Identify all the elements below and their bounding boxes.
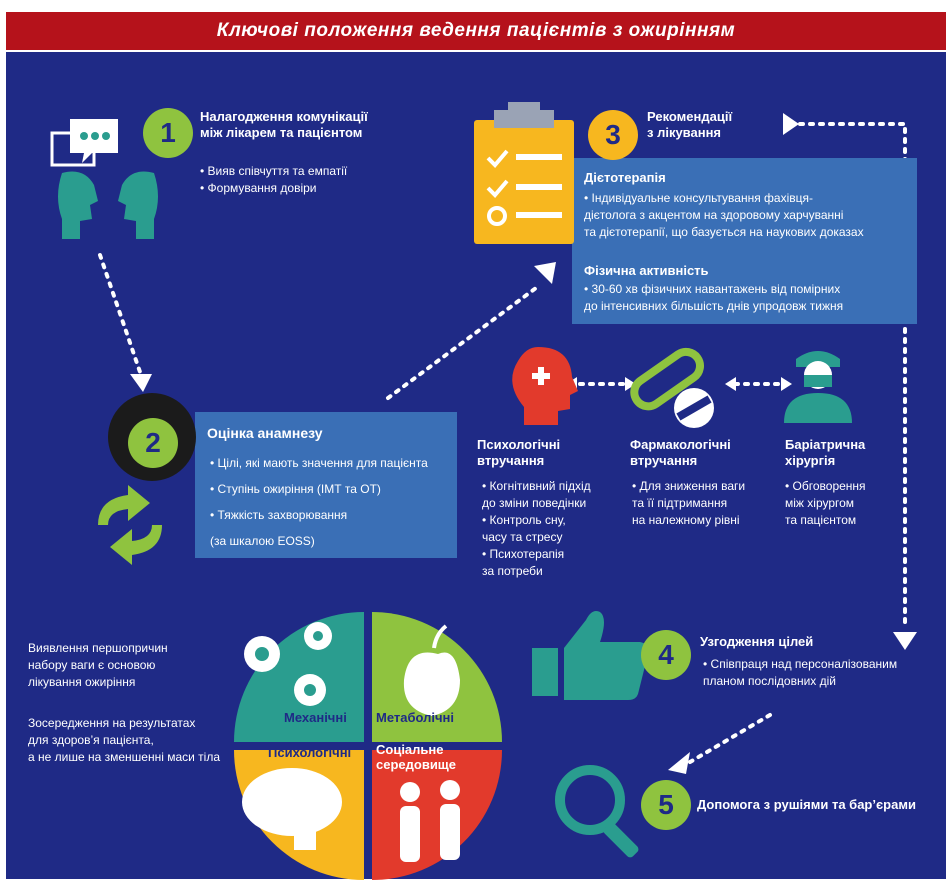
label-psychological: Психологічні [268, 745, 352, 760]
label-metabolic: Метаболічні [376, 710, 455, 725]
quadrant-mechanical [234, 612, 364, 742]
psychology-head-icon [512, 347, 578, 425]
arrowhead-5 [668, 752, 690, 774]
list-item: • Цілі, які мають значення для пацієнта [210, 456, 428, 470]
list-item: (за шкалою EOSS) [210, 534, 315, 548]
step-2-box [195, 412, 457, 558]
diet-title: Дієтотерапія [584, 170, 666, 185]
magnifier-icon [555, 765, 639, 858]
list-item: • Ступінь ожиріння (ІМТ та ОТ) [210, 482, 381, 496]
list-item: • Формування довіри [200, 181, 317, 195]
step-3-number: 3 [588, 110, 638, 160]
communication-icon [50, 119, 158, 239]
surgeon-icon [784, 351, 852, 423]
brain-icon [242, 768, 342, 850]
arrowhead-3-right [783, 113, 799, 135]
arrowhead-4 [893, 632, 917, 650]
step-5-number: 5 [641, 780, 691, 830]
gears-icon [244, 622, 332, 706]
arrowhead-surg-right [781, 377, 792, 391]
activity-title: Фізична активність [584, 263, 709, 278]
connector-2-3 [386, 283, 542, 400]
step-1-items: • Вияв співчуття та емпатії • Формування… [200, 163, 347, 197]
page-title: Ключові положення ведення пацієнтів з ож… [6, 12, 946, 50]
connector-3-4 [798, 122, 907, 627]
refresh-icon [98, 485, 162, 565]
arrowhead-pharm-right [625, 377, 636, 391]
arrowhead-pharm-left [725, 377, 736, 391]
step-1-number: 1 [143, 108, 193, 158]
thumbs-up-icon [532, 611, 649, 700]
step-2-items: • Цілі, які мають значення для пацієнта … [210, 450, 428, 554]
list-item: • Тяжкість захворювання [210, 508, 348, 522]
arrowhead-3 [534, 262, 556, 284]
activity-text: • 30-60 хв фізичних навантажень від помі… [584, 282, 844, 313]
step-4-number: 4 [641, 630, 691, 680]
step-3-box [572, 158, 917, 324]
step-2-number: 2 [128, 418, 178, 468]
clipboard-icon [474, 102, 574, 244]
list-item: • Вияв співчуття та емпатії [200, 164, 348, 178]
people-icon [400, 780, 460, 862]
step-5-heading: Допомога з рушіями та бар’єрами [697, 797, 916, 812]
diet-text: • Індивідуальне консультування фахівця- … [584, 191, 864, 239]
connector-4-5 [688, 713, 772, 764]
label-mechanical: Механічні [284, 710, 347, 725]
pills-icon [630, 347, 714, 428]
arrowhead-2 [130, 374, 152, 392]
apple-icon [403, 624, 460, 716]
step-2-heading: Оцінка анамнезу [207, 425, 323, 441]
connector-1-2 [98, 253, 142, 374]
root-causes-wheel [234, 612, 502, 880]
step-4-heading: Узгодження цілей [700, 634, 814, 649]
